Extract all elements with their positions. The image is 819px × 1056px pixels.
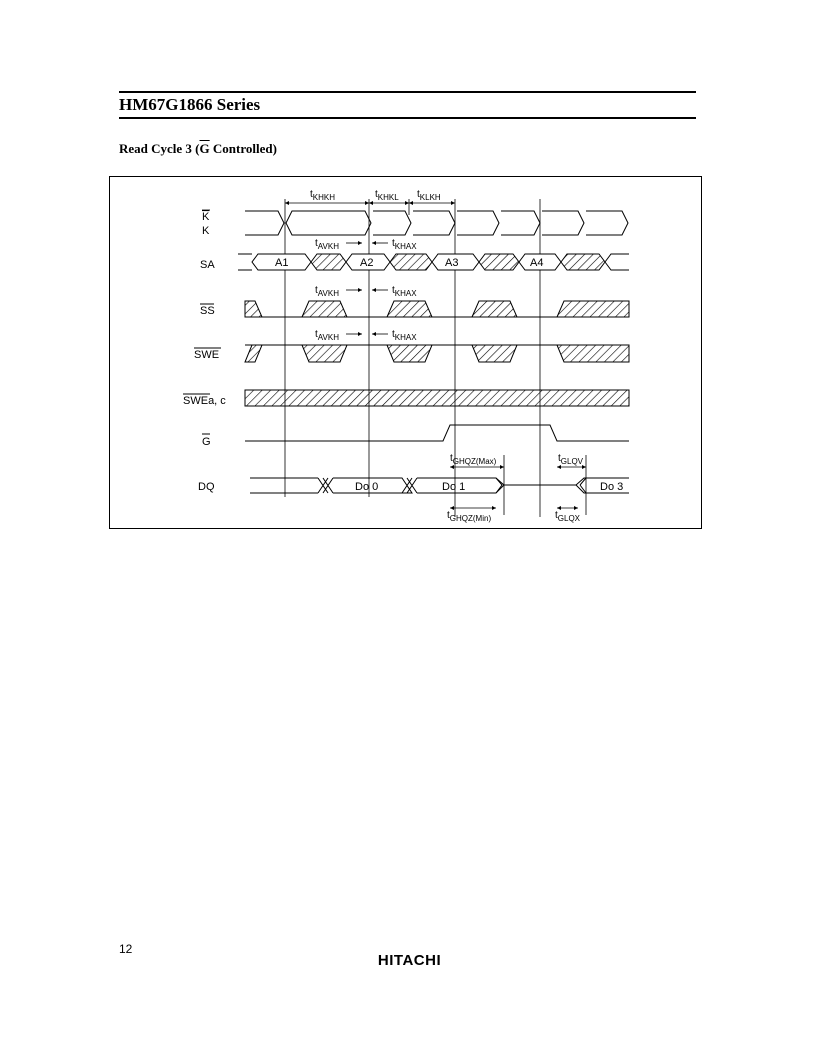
svg-text:tGHQZ(Max): tGHQZ(Max) bbox=[450, 453, 497, 466]
address-a3: A3 bbox=[445, 257, 458, 269]
klkh-sub: KLKH bbox=[420, 193, 441, 202]
timing-klkh: tKLKH bbox=[409, 189, 455, 205]
address-a1: A1 bbox=[275, 257, 288, 269]
svg-text:tKHAX: tKHAX bbox=[392, 329, 417, 342]
swe-ac-waveform: SWEa, c bbox=[183, 389, 630, 407]
timing-khkh: tKHKH bbox=[285, 189, 369, 205]
signal-swe-ac-label: SWEa, c bbox=[183, 395, 226, 407]
output-do1: Do 1 bbox=[442, 481, 465, 493]
timing-glqx: tGLQX bbox=[555, 506, 581, 523]
signal-sa-label: SA bbox=[200, 259, 215, 271]
brand-logo: HITACHI bbox=[377, 952, 442, 969]
timing-glqv: tGLQV bbox=[557, 453, 586, 469]
svg-text:tAVKH: tAVKH bbox=[315, 285, 339, 298]
section-title-suffix: Controlled) bbox=[209, 141, 277, 156]
svg-text:tAVKH: tAVKH bbox=[315, 238, 339, 251]
address-a4: A4 bbox=[530, 257, 543, 269]
svg-text:tAVKH: tAVKH bbox=[315, 329, 339, 342]
svg-text:tGLQV: tGLQV bbox=[558, 453, 584, 466]
svg-text:tKHKH: tKHKH bbox=[310, 189, 335, 202]
signal-k-label: K bbox=[202, 225, 210, 237]
page-number: 12 bbox=[119, 942, 133, 956]
signal-dq-label: DQ bbox=[198, 481, 215, 493]
khkl-sub: KHKL bbox=[378, 193, 399, 202]
timing-diagram-svg: K K tKHKH tKHKL tKLKH tAVKH tKHAX SA A1 … bbox=[183, 189, 630, 523]
timing-diagram: K K tKHKH tKHKL tKLKH tAVKH tKHAX SA A1 … bbox=[109, 176, 702, 529]
timing-khkl: tKHKL bbox=[369, 189, 409, 205]
dq-waveform: DQ bbox=[198, 477, 629, 494]
timing-ghqz-max: tGHQZ(Max) bbox=[450, 453, 504, 469]
timing-avkh-khax-2: tAVKH tKHAX bbox=[315, 285, 417, 298]
ss-waveform: SS bbox=[200, 300, 630, 318]
header-rule-top bbox=[119, 91, 696, 93]
signal-swe-label: SWE bbox=[194, 349, 219, 361]
g-waveform: G bbox=[202, 424, 629, 448]
khkl-t: t bbox=[375, 189, 378, 200]
signal-ss-label: SS bbox=[200, 305, 215, 317]
svg-text:tKHKL: tKHKL bbox=[375, 189, 399, 202]
svg-text:tGLQX: tGLQX bbox=[555, 510, 581, 523]
document-title: HM67G1866 Series bbox=[119, 95, 261, 114]
khkh-sub: KHKH bbox=[313, 193, 335, 202]
section-title-prefix: Read Cycle 3 ( bbox=[119, 141, 200, 156]
svg-text:tGHQZ(Min): tGHQZ(Min) bbox=[447, 510, 491, 523]
klkh-t: t bbox=[417, 189, 420, 200]
timing-ghqz-min: tGHQZ(Min) bbox=[447, 506, 496, 523]
khkh-t: t bbox=[310, 189, 313, 200]
header-rule-bottom bbox=[119, 117, 696, 119]
section-title: Read Cycle 3 (G Controlled) bbox=[119, 141, 277, 157]
signal-g-label: G bbox=[202, 436, 211, 448]
signal-k-bar-label: K bbox=[202, 211, 210, 223]
timing-avkh-khax-3: tAVKH tKHAX bbox=[315, 329, 417, 342]
svg-text:tKHAX: tKHAX bbox=[392, 238, 417, 251]
output-do3: Do 3 bbox=[600, 481, 623, 493]
address-a2: A2 bbox=[360, 257, 373, 269]
sa-bus: SA bbox=[200, 253, 629, 271]
svg-text:tKLKH: tKLKH bbox=[417, 189, 441, 202]
timing-avkh-khax-1: tAVKH tKHAX bbox=[315, 238, 417, 251]
section-title-overlined: G bbox=[199, 141, 210, 156]
svg-text:tKHAX: tKHAX bbox=[392, 285, 417, 298]
swe-waveform: SWE bbox=[194, 344, 630, 363]
clock-waveform bbox=[245, 210, 629, 236]
output-do0: Do 0 bbox=[355, 481, 378, 493]
